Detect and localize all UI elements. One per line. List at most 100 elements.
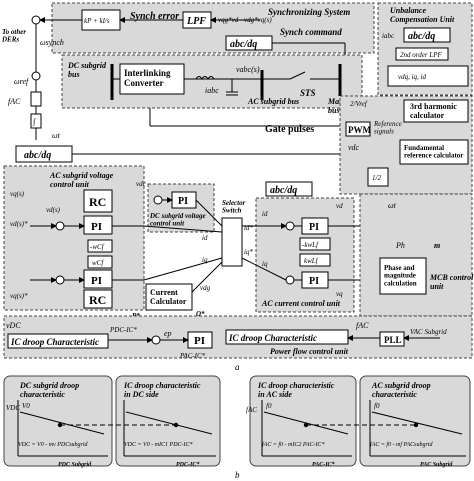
ac-subgrid-bus-label: AC subgrid bus [247, 97, 299, 106]
dc-sum-junction [153, 195, 163, 205]
main-abc-dq-label: abc/dq [24, 150, 51, 161]
ac-current-pi-bottom-label: PI [309, 276, 319, 287]
pi-gain-label: kP + kI/s [84, 17, 110, 25]
converter-panel [61, 54, 363, 109]
ic-droop-right-label: IC droop Characteristic [228, 333, 317, 343]
unbalance-iabc-label: iabc [382, 32, 395, 40]
selector-id-ref-label: id* [244, 224, 253, 232]
ac-current-abc-dq-label: abc/dq [270, 185, 297, 196]
ic-droop-left-block [7, 333, 109, 349]
lpf-label: LPF [186, 16, 206, 27]
second-order-lpf-label: 2nd order LPF [400, 51, 442, 59]
flow-sum-junction [151, 335, 161, 345]
unbalance-abc-dq-block [403, 27, 451, 43]
svg-text:∫: ∫ [32, 117, 36, 126]
flow-pdc-ic-label: PDC-IC* [109, 326, 137, 334]
droop-3-ylabel: fAC [246, 406, 257, 414]
ac-current-vd-label: vd [336, 202, 343, 210]
omega-synch-label: ωsynch [40, 38, 64, 47]
gate-pulses-label: Gate pulses [265, 124, 314, 135]
unbalance-formula-block [387, 65, 469, 87]
omega-gain-block [30, 91, 42, 107]
interlinking-converter-block [119, 63, 185, 95]
pll-label: PLL [384, 335, 402, 345]
unbalance-formula-label: vdq, iq, id [398, 73, 426, 81]
power-flow-title: Power flow control unit [270, 347, 349, 356]
droop-3-xlabel: PAC-IC* [312, 461, 336, 468]
vq-s-label: vq(s) [10, 190, 25, 198]
pi-top-label: PI [91, 221, 102, 233]
selector-iq-label: iq [202, 256, 208, 264]
ac-current-id-label: id [262, 210, 268, 218]
dc-pi-label: PI [178, 196, 188, 207]
current-calc-q-label: Q* [196, 310, 205, 318]
droop-4-formula: fAC = f0 - mf PACsubgrid [370, 441, 433, 448]
iabc-label: iabc [205, 86, 219, 95]
current-calculator-block [145, 283, 193, 311]
vabc-label: vabc(s) [236, 65, 260, 74]
pi-bottom-label: PI [91, 275, 102, 287]
ac-current-iq-label: iq [262, 260, 268, 268]
wcf-pos-label: wCf [92, 259, 104, 267]
droop-2-formula: VDC = V0 - mIC1 PDC-IC* [124, 442, 193, 448]
synch-error-label: Synch error [130, 11, 179, 22]
flow-pi-label: PI [194, 335, 205, 347]
vac-subgrid-label: VAC Subgrid [410, 328, 447, 336]
vd-s-label: vd(s) [46, 206, 61, 214]
mcb-m-label: m [434, 241, 440, 250]
kwlf-neg-label: -kwLf [302, 241, 319, 249]
droop-1-v0: V0 [22, 402, 30, 410]
fac-left-label: fAC [8, 97, 21, 106]
droop-1-ylabel: VDC [6, 404, 20, 412]
synch-command-label: Synch command [280, 27, 342, 37]
droop-1-formula: VDC = V0 - mv PDCsubgrid [18, 442, 89, 448]
pwm-vdc-label: vdc [348, 143, 360, 152]
omega-sum-junction [31, 71, 41, 81]
ac-voltage-control-panel [3, 165, 145, 311]
selector-id-label: id [202, 234, 208, 242]
pwm-label: PWM [348, 125, 371, 135]
droop-3-f0: f0 [266, 402, 272, 410]
mcb-control-panel [359, 193, 473, 317]
vd-ref-label: vd(s)* [10, 220, 28, 228]
vd-sum-junction [55, 221, 65, 231]
rc-block-bottom [83, 289, 113, 309]
pwm-block [345, 121, 371, 137]
vq-ref-label: vq(s)* [10, 292, 28, 300]
fundamental-reference-block [399, 139, 469, 165]
selector-switch-block[interactable] [221, 217, 243, 267]
flow-pac-ic-label: PAC-IC* [179, 352, 206, 360]
droop-4-f0: f0 [374, 402, 380, 410]
droop-1-xlabel: PDC Subgrid [58, 462, 92, 468]
dc-vdc-label: vdc [136, 180, 147, 188]
wcf-neg-block [87, 239, 113, 253]
second-order-lpf-block [395, 47, 449, 61]
ac-current-control-title: AC current control unit [261, 299, 341, 308]
rc-bottom-label: RC [89, 293, 106, 307]
figure-label-a: a [235, 362, 240, 372]
phase-magnitude-block [379, 257, 427, 295]
omega-t-left-label: ωt [52, 131, 61, 140]
unbalance-abc-dq-label: abc/dq [408, 31, 435, 42]
wcf-pos-block [87, 255, 113, 269]
omega-ref-label: ωref [14, 77, 30, 86]
